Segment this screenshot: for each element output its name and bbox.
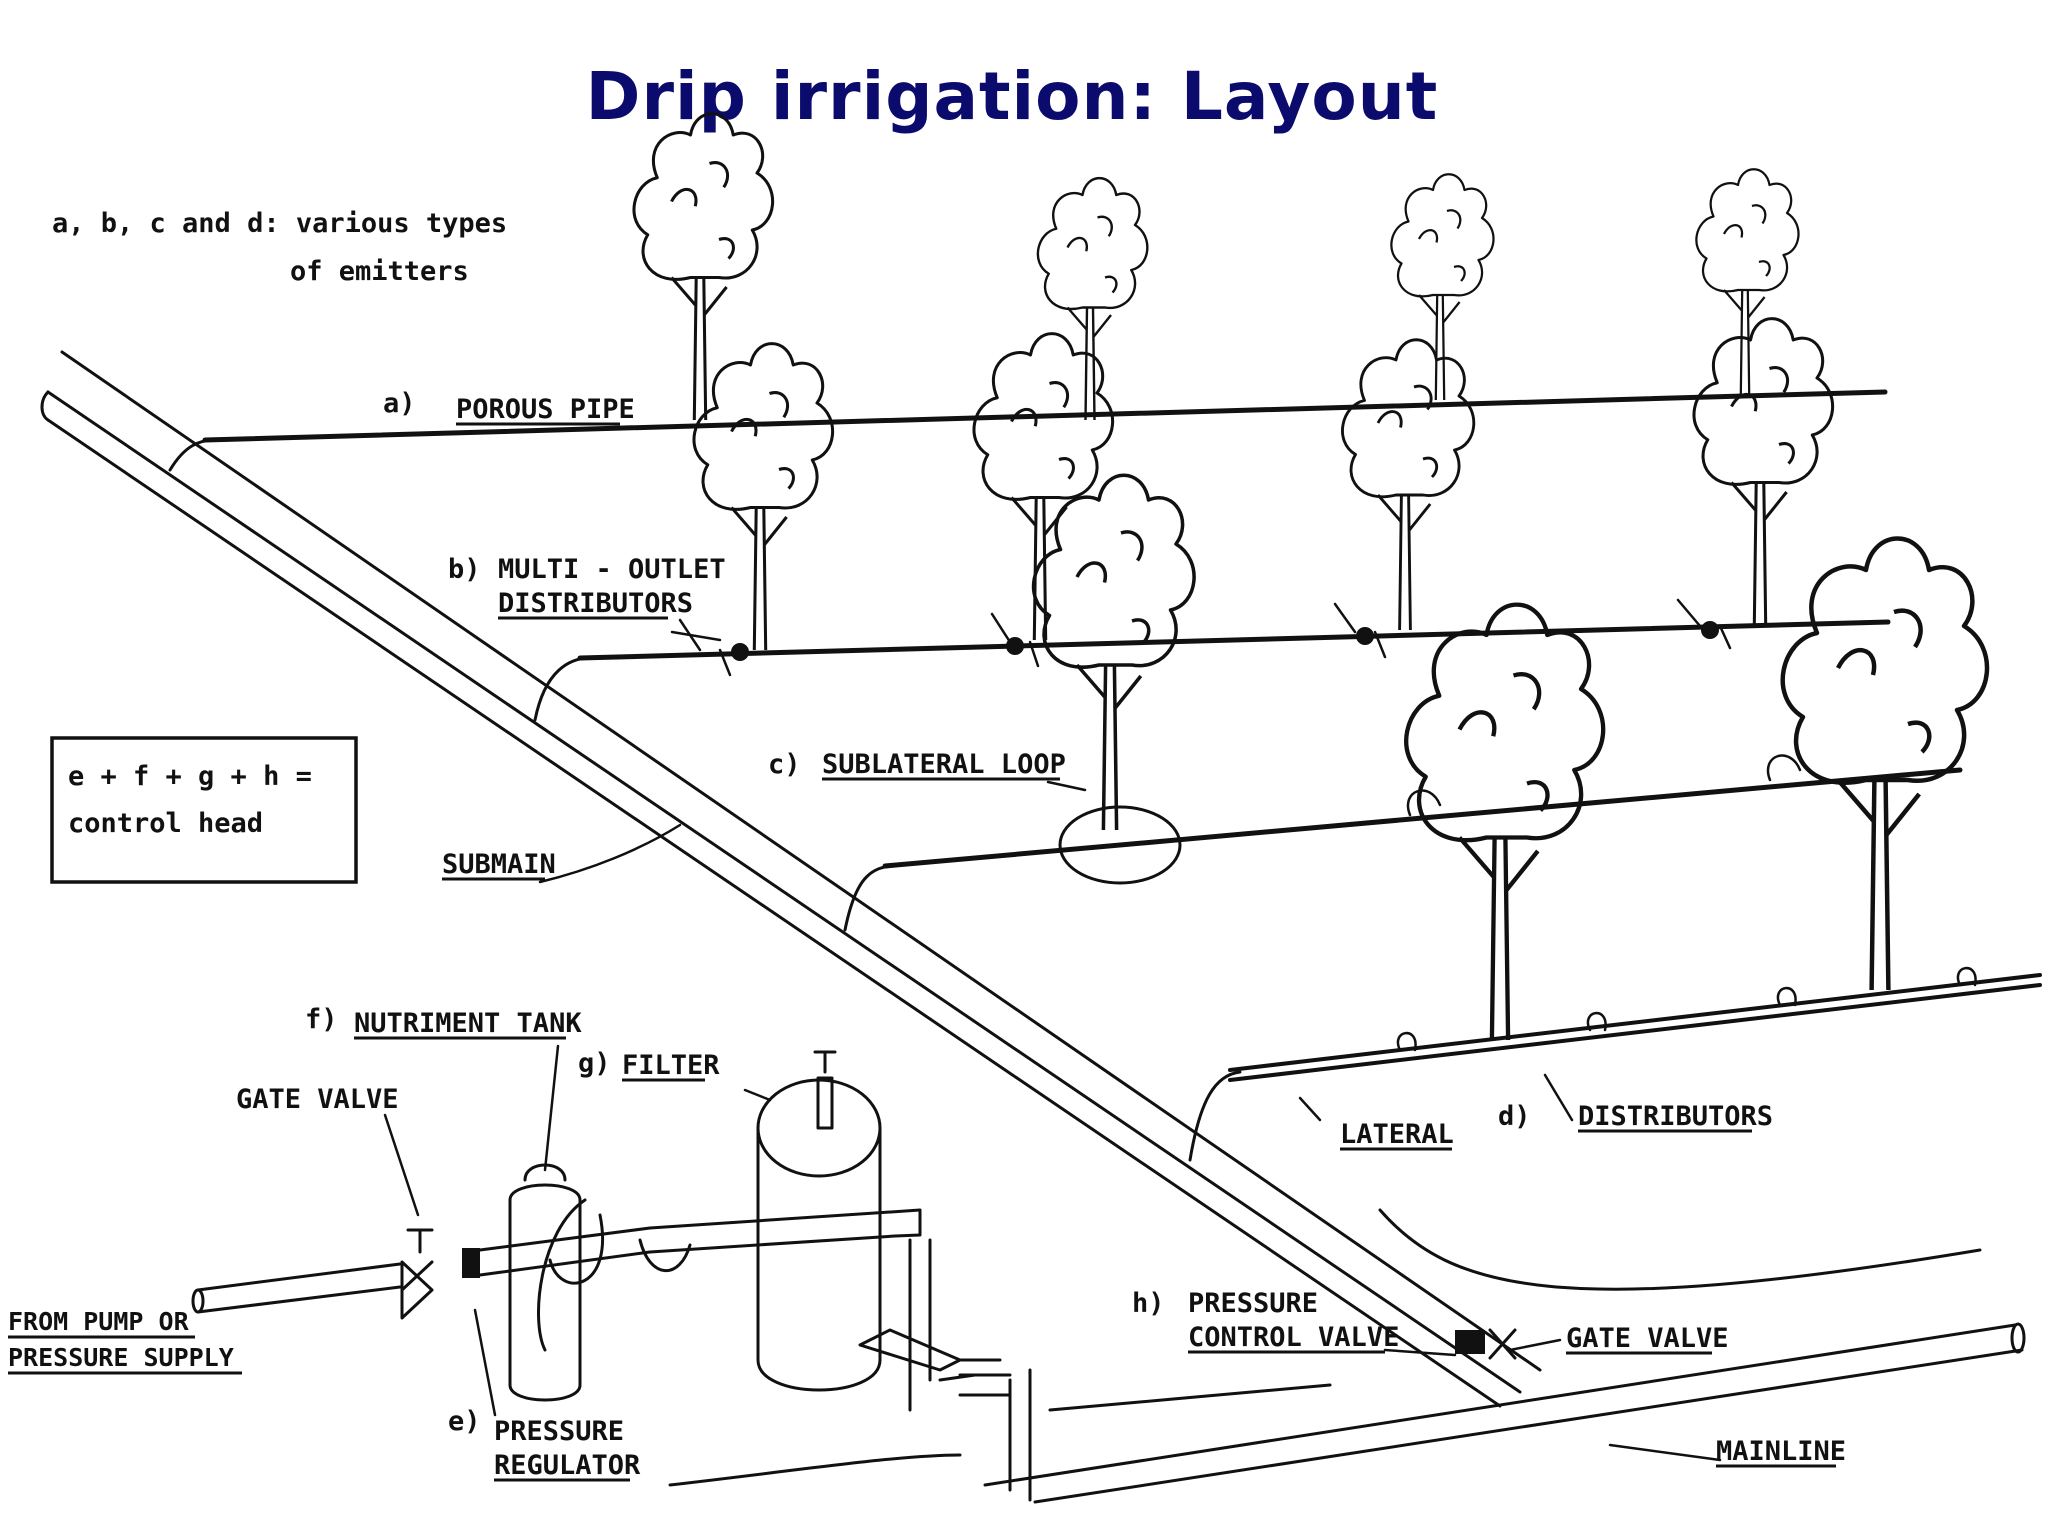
label-f-marker: f) bbox=[305, 1004, 338, 1035]
label-c-marker: c) bbox=[768, 749, 801, 780]
label-mainline: MAINLINE bbox=[1716, 1436, 1846, 1467]
label-h-marker: h) bbox=[1132, 1288, 1165, 1319]
label-pressure-regulator-line1: PRESSURE bbox=[494, 1416, 624, 1447]
label-distributors: DISTRIBUTORS bbox=[1578, 1101, 1773, 1132]
lateral-b-multi-outlet bbox=[533, 598, 1891, 722]
label-a-marker: a) bbox=[383, 388, 416, 419]
control-head-box bbox=[50, 736, 358, 884]
trees bbox=[632, 112, 1987, 1040]
label-nutriment-tank: NUTRIMENT TANK bbox=[354, 1008, 582, 1039]
label-multi-outlet-line1: MULTI - OUTLET bbox=[498, 554, 726, 585]
label-sublateral-loop: SUBLATERAL LOOP bbox=[822, 749, 1066, 780]
label-from-pump-line2: PRESSURE SUPPLY bbox=[8, 1343, 234, 1372]
control-head-line1: e + f + g + h = bbox=[68, 761, 312, 792]
label-pressure-regulator-line2: REGULATOR bbox=[494, 1450, 641, 1481]
label-submain: SUBMAIN bbox=[442, 849, 556, 880]
emitters-note-line2: of emitters bbox=[290, 256, 469, 287]
label-g-marker: g) bbox=[578, 1048, 611, 1079]
lateral-c-sublateral-loop bbox=[843, 754, 1963, 932]
label-lateral: LATERAL bbox=[1340, 1119, 1454, 1150]
label-from-pump-line1: FROM PUMP OR bbox=[8, 1307, 190, 1336]
label-pressure-control-line2: CONTROL VALVE bbox=[1188, 1322, 1399, 1353]
submain-pipe bbox=[40, 350, 1542, 1408]
lateral-a-porous-pipe bbox=[168, 389, 1888, 472]
label-filter: FILTER bbox=[622, 1050, 720, 1081]
label-e-marker: e) bbox=[448, 1406, 481, 1437]
control-head bbox=[191, 1050, 1002, 1412]
label-gate-valve-right: GATE VALVE bbox=[1566, 1323, 1729, 1354]
mainline-pipe bbox=[958, 1322, 2026, 1504]
lateral-d-distributors bbox=[1188, 966, 2042, 1162]
label-pressure-control-line1: PRESSURE bbox=[1188, 1288, 1318, 1319]
label-d-marker: d) bbox=[1498, 1101, 1531, 1132]
control-head-line2: control head bbox=[68, 808, 263, 839]
leader-lines bbox=[383, 630, 1722, 1462]
lower-laterals bbox=[668, 1208, 1982, 1487]
label-gate-valve-left: GATE VALVE bbox=[236, 1084, 399, 1115]
label-b-marker: b) bbox=[448, 554, 481, 585]
label-multi-outlet-line2: DISTRIBUTORS bbox=[498, 588, 693, 619]
pressure-control-valve bbox=[1455, 1328, 1517, 1360]
emitters-note-line1: a, b, c and d: various types bbox=[52, 208, 507, 239]
label-porous-pipe: POROUS PIPE bbox=[456, 394, 635, 425]
